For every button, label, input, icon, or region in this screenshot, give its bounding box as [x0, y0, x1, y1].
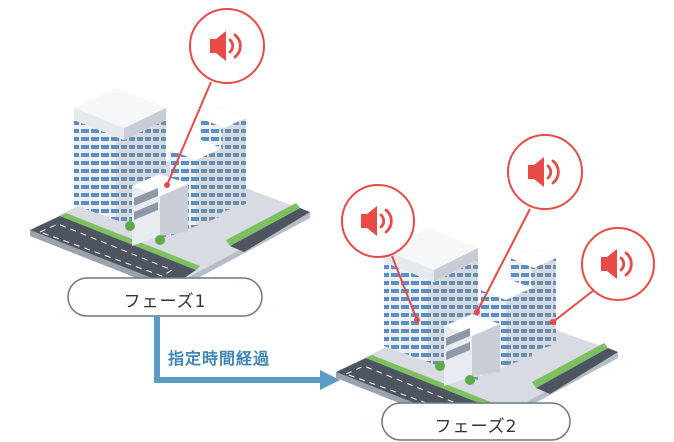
phase1-label-pill: [67, 277, 263, 317]
phase2-speaker-center: [474, 134, 583, 315]
transition-arrow: [154, 316, 340, 390]
phase2-speaker-left: [341, 184, 420, 323]
phase2-speaker-right: [550, 227, 655, 325]
phase2-label-pill: [381, 402, 571, 441]
transition-label: 指定時間経過: [168, 349, 271, 368]
phase1-city-block: [30, 88, 310, 292]
phase2-label: フェーズ2: [434, 417, 518, 437]
phase1-label: フェーズ1: [123, 292, 207, 312]
phase1-speaker-1: [164, 8, 265, 188]
